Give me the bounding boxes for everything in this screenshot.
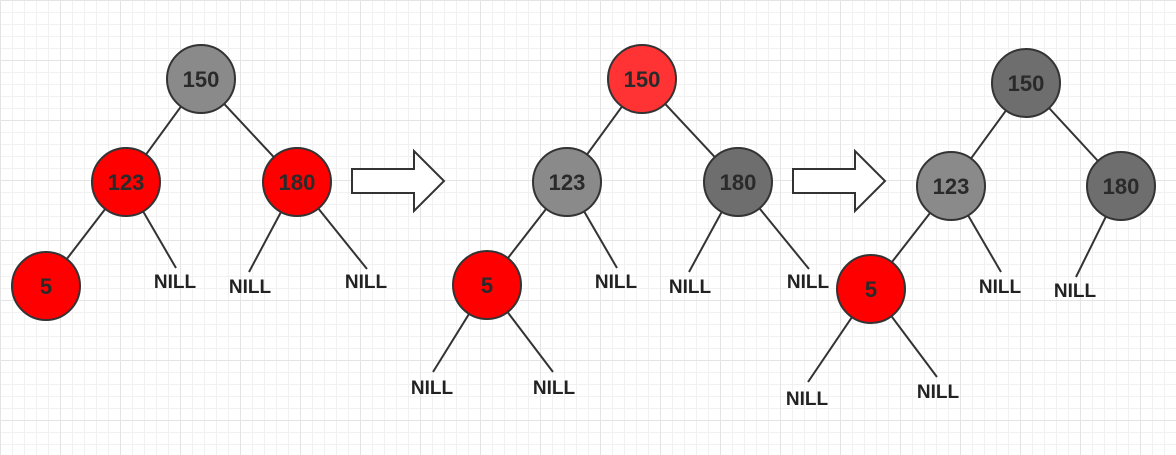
nil-edge	[505, 309, 554, 373]
node-value: 180	[1103, 174, 1140, 199]
nil-edge	[248, 209, 284, 273]
nodes-layer: 150 123 180 5 150 123 180 5 150 123 180 5	[11, 44, 1156, 324]
tree-edge	[505, 206, 549, 261]
node-value: 180	[720, 170, 757, 195]
tree-node-150: 150	[166, 44, 236, 114]
tree-edge	[968, 107, 1009, 162]
tree-edge	[889, 210, 933, 265]
tree-node-180: 180	[1086, 151, 1156, 221]
tree-node-150: 150	[991, 48, 1061, 118]
tree-node-5: 5	[11, 251, 81, 321]
node-circle	[11, 251, 81, 321]
nil-edge	[888, 313, 938, 378]
tree-node-5: 5	[452, 250, 522, 320]
nil-leaf-label: NILL	[533, 378, 576, 399]
nil-edge	[315, 205, 368, 270]
nil-edge	[140, 208, 177, 269]
nil-leaf-label: NILL	[787, 272, 830, 293]
edges-layer	[64, 101, 1109, 383]
node-value: 5	[865, 277, 877, 302]
node-value: 123	[549, 170, 586, 195]
tree-edge	[221, 101, 277, 160]
tree-edge	[143, 103, 184, 158]
nil-leaf-label: NILL	[1054, 281, 1097, 302]
arrows-layer	[351, 148, 887, 214]
nil-leaf-label: NILL	[411, 378, 454, 399]
node-value: 180	[279, 170, 316, 195]
nil-edge	[807, 314, 855, 383]
tree-edge	[64, 206, 108, 262]
nil-leaf-label: NILL	[786, 389, 829, 410]
node-value: 123	[108, 170, 145, 195]
tree-node-123: 123	[532, 147, 602, 217]
tree-edge	[1046, 105, 1101, 164]
nil-edge	[1075, 213, 1109, 278]
node-circle	[532, 147, 602, 217]
nil-leaf-label: NILL	[979, 277, 1022, 298]
node-value: 150	[183, 67, 220, 92]
nil-leaf-label: NILL	[154, 272, 197, 293]
nil-leaf-label: NILL	[345, 272, 388, 293]
nil-leaf-label: NILL	[595, 272, 638, 293]
node-circle	[1086, 151, 1156, 221]
tree-node-150: 150	[607, 44, 677, 114]
node-circle	[916, 151, 986, 221]
tree-edge	[662, 101, 718, 160]
node-circle	[262, 147, 332, 217]
node-value: 150	[1008, 71, 1045, 96]
nil-edge	[757, 205, 810, 270]
nil-leaf-label: NILL	[917, 382, 960, 403]
node-value: 5	[40, 274, 52, 299]
node-value: 150	[624, 67, 661, 92]
tree-node-5: 5	[836, 254, 906, 324]
transition-arrow-2	[792, 148, 887, 214]
nil-leaf-label: NILL	[669, 277, 712, 298]
nil-edge	[581, 208, 618, 269]
nil-edge	[432, 311, 472, 373]
nil-labels-layer: NILL NILL NILL NILL NILL NILL NILL NILL NILL NILL…	[154, 272, 1097, 410]
tree-node-123: 123	[916, 151, 986, 221]
tree-edge	[584, 103, 625, 158]
node-circle	[703, 147, 773, 217]
transition-arrow-1	[351, 148, 446, 214]
tree-node-180: 180	[262, 147, 332, 217]
node-circle	[166, 44, 236, 114]
node-value: 5	[481, 273, 493, 298]
node-circle	[607, 44, 677, 114]
nil-edge	[688, 208, 724, 273]
node-value: 123	[933, 174, 970, 199]
tree-node-123: 123	[91, 147, 161, 217]
nil-leaf-label: NILL	[229, 277, 272, 298]
node-circle	[91, 147, 161, 217]
node-circle	[452, 250, 522, 320]
node-circle	[836, 254, 906, 324]
tree-node-180: 180	[703, 147, 773, 217]
nil-edge	[965, 212, 1002, 273]
node-circle	[991, 48, 1061, 118]
